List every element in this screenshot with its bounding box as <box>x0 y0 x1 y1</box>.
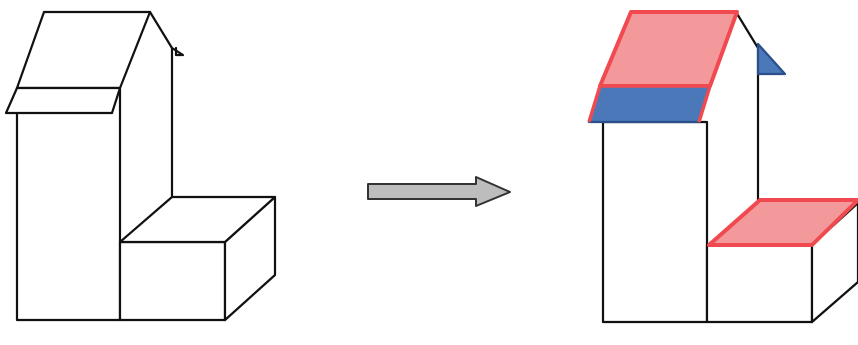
arrow-shape <box>367 176 511 207</box>
left-building <box>4 10 277 322</box>
right-gable-edge <box>734 10 760 50</box>
right-arrow <box>367 176 511 207</box>
left-roof-gable <box>148 10 185 57</box>
right-tower-front <box>601 120 709 324</box>
right-building <box>587 10 858 324</box>
left-box-top <box>118 195 277 244</box>
right-roof-eave-highlight <box>587 84 712 124</box>
left-roof-slope <box>15 10 152 90</box>
right-box-top-highlight <box>707 198 858 247</box>
right-roof-eave-outline <box>587 84 712 123</box>
left-tower-front <box>15 86 122 322</box>
left-box-front <box>118 240 227 322</box>
right-box-front <box>705 243 814 324</box>
right-gable-highlight <box>756 42 787 76</box>
left-roof-eave <box>4 86 122 115</box>
right-roof-slope-highlight <box>598 10 739 88</box>
